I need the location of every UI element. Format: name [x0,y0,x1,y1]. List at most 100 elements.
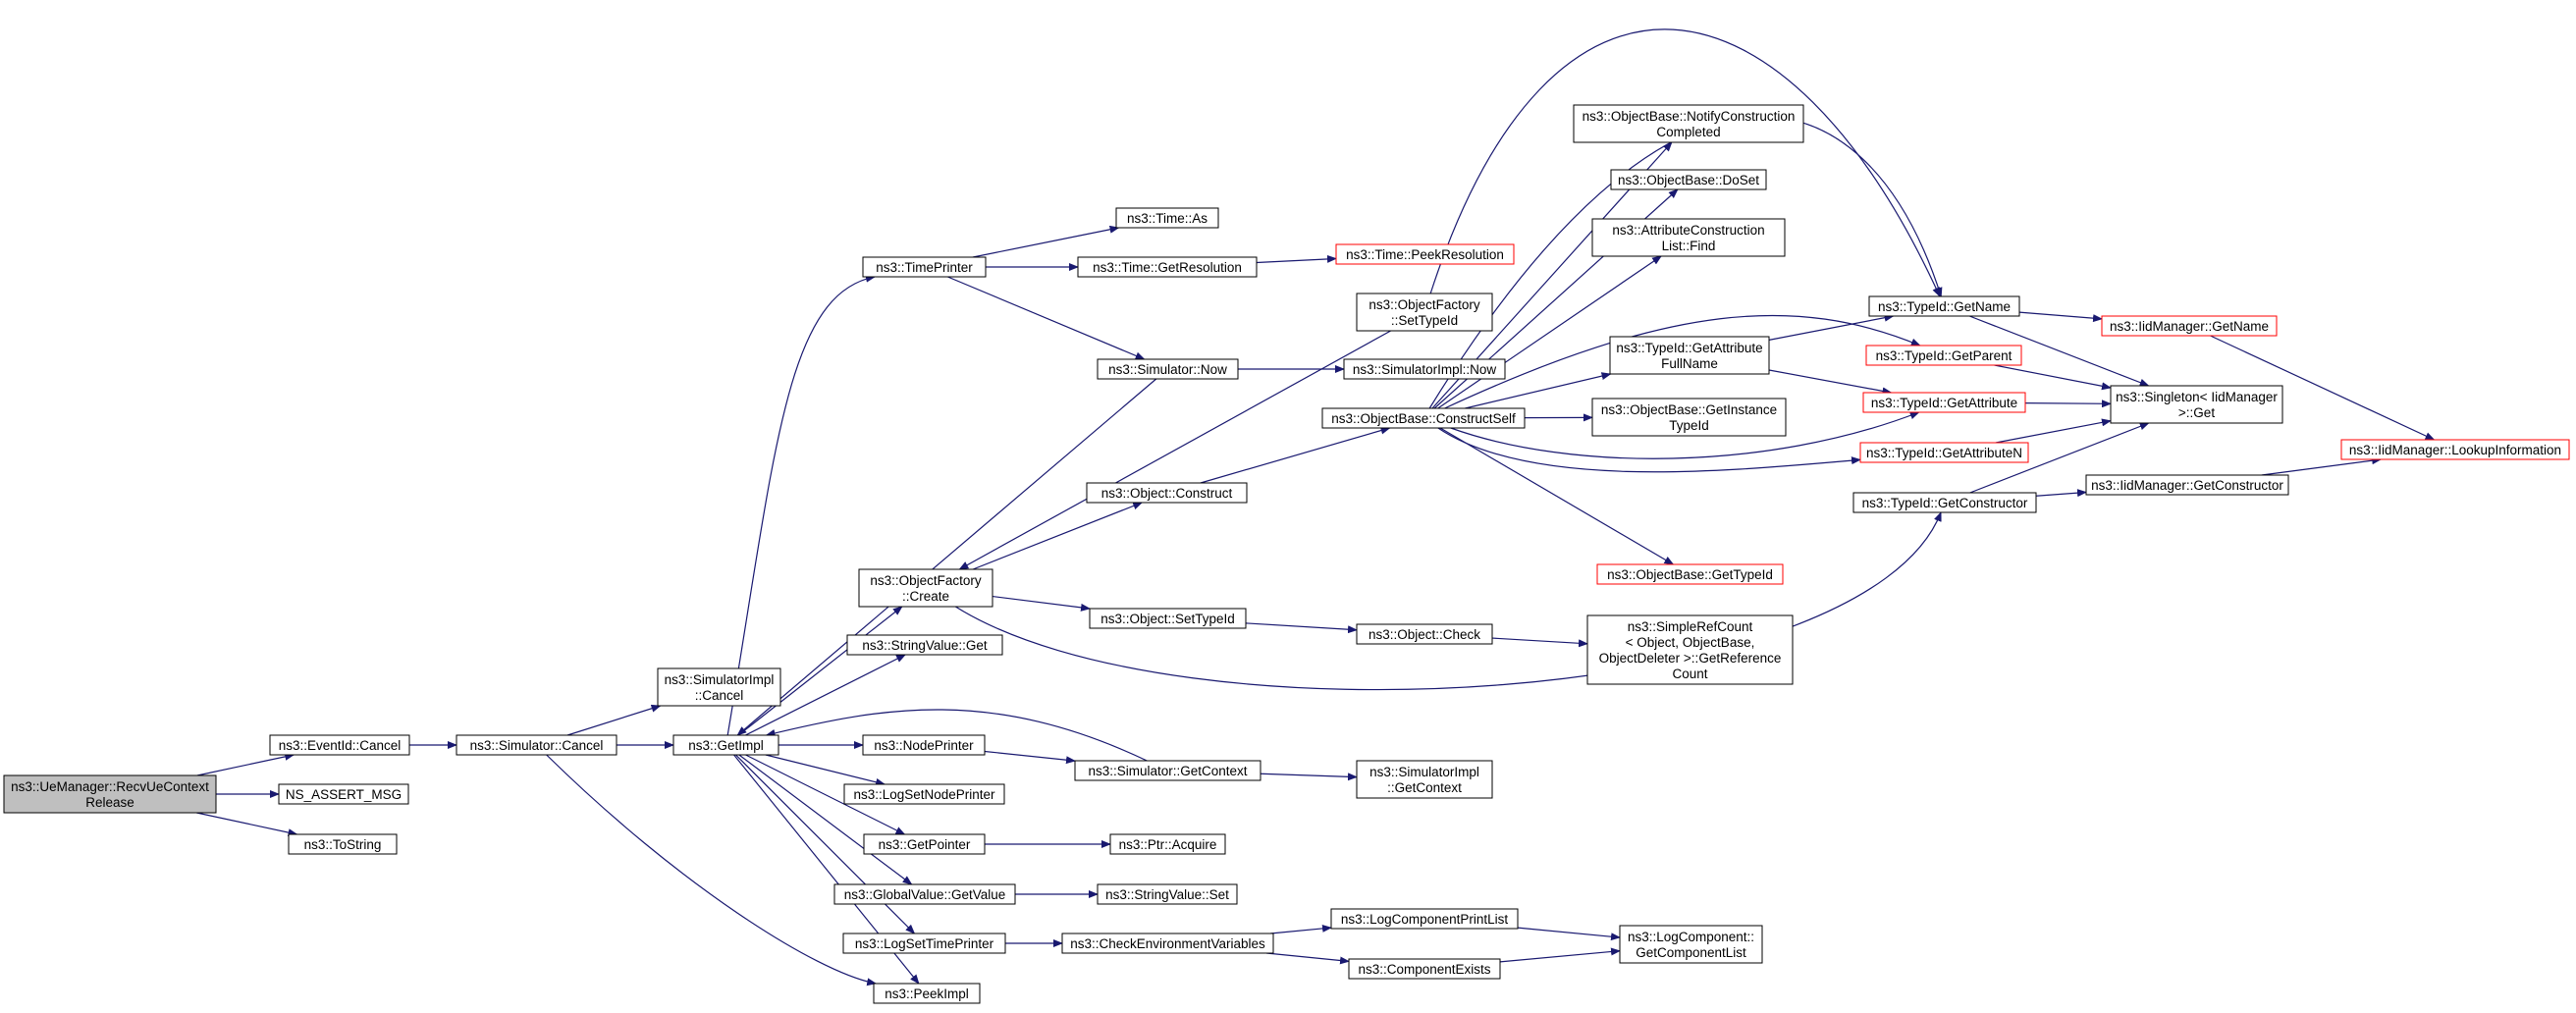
node-label-line: ns3::GetImpl [688,738,764,753]
function-node-evcancel[interactable]: ns3::EventId::Cancel [269,734,410,756]
node-box [1321,407,1526,429]
node-box [1335,243,1515,265]
function-node-compexists[interactable]: ns3::ComponentExists [1348,958,1501,980]
function-node-peekimpl[interactable]: ns3::PeekImpl [873,983,981,1004]
node-label-line: ns3::SimpleRefCount [1628,619,1753,634]
function-node-simimplnow[interactable]: ns3::SimulatorImpl::Now [1343,358,1506,380]
node-label-line: ns3::Object::Check [1368,627,1480,642]
call-edge-simnow-to-getimpl [736,378,1157,736]
function-node-typeidgetconstructor[interactable]: ns3::TypeId::GetConstructor [1852,492,2037,513]
function-node-simnow[interactable]: ns3::Simulator::Now [1097,358,1239,380]
function-node-objfsettypeid[interactable]: ns3::ObjectFactory::SetTypeId [1356,293,1493,332]
function-node-nsassert[interactable]: NS_ASSERT_MSG [278,783,409,805]
function-node-notifyconstr[interactable]: ns3::ObjectBase::NotifyConstructionCompl… [1573,104,1804,143]
call-edge-getattrfullname-to-typeidgetname [1768,313,1895,341]
call-edge-objbaseconstructself-to-objbasegettypeid [1439,427,1675,565]
function-node-globalvalget[interactable]: ns3::GlobalValue::GetValue [833,883,1016,905]
node-label-line: ns3::Object::Construct [1101,486,1233,501]
node-label-line: Release [85,795,134,810]
node-label-line: List::Find [1662,239,1716,253]
function-node-iidmgrlookup[interactable]: ns3::IidManager::LookupInformation [2340,439,2570,460]
function-node-simcancel[interactable]: ns3::Simulator::Cancel [456,734,617,756]
function-node-strvalset[interactable]: ns3::StringValue::Set [1097,883,1238,905]
function-node-logsetnodeprinter[interactable]: ns3::LogSetNodePrinter [843,783,1005,805]
node-box [278,783,409,805]
function-node-ptracquire[interactable]: ns3::Ptr::Acquire [1109,833,1226,855]
node-box [3,774,217,814]
node-label-line: GetComponentList [1636,945,1746,960]
node-label-line: ns3::Simulator::Cancel [470,738,604,753]
function-node-objsettypeid[interactable]: ns3::Object::SetTypeId [1089,608,1247,629]
node-label-line: ::Create [902,589,949,604]
function-node-typeidgetattrn[interactable]: ns3::TypeId::GetAttributeN [1859,442,2029,463]
node-label-line: Completed [1656,125,1720,139]
call-edge-checkenv-to-compexists [1266,952,1350,965]
node-label-line: ns3::ObjectBase::GetInstance [1601,402,1777,417]
function-node-objconstruct[interactable]: ns3::Object::Construct [1086,482,1248,504]
function-node-simplerefcount[interactable]: ns3::SimpleRefCount< Object, ObjectBase,… [1586,614,1794,685]
node-label-line: ns3::SimulatorImpl::Now [1353,362,1497,377]
function-node-logcompprintlist[interactable]: ns3::LogComponentPrintList [1330,908,1519,930]
function-node-typeidgetattr[interactable]: ns3::TypeId::GetAttribute [1862,392,2026,413]
node-box [1086,482,1248,504]
function-node-doset[interactable]: ns3::ObjectBase::DoSet [1610,169,1767,190]
node-label-line: ns3::LogSetNodePrinter [853,787,995,802]
function-node-simimplcancel[interactable]: ns3::SimulatorImpl::Cancel [657,667,781,707]
function-node-objbasegettypeid[interactable]: ns3::ObjectBase::GetTypeId [1596,563,1784,585]
node-label-line: ns3::TypeId::GetAttribute [1616,341,1762,355]
function-node-timeas[interactable]: ns3::Time::As [1115,207,1219,229]
function-node-getimpl[interactable]: ns3::GetImpl [672,734,779,756]
node-label-line: ns3::UeManager::RecvUeContext [11,779,209,794]
function-node-simimplgetcontext[interactable]: ns3::SimulatorImpl::GetContext [1356,760,1493,799]
node-label-line: ns3::TypeId::GetName [1878,299,2011,314]
node-label-line: TypeId [1669,418,1709,433]
function-node-logcompgetlist[interactable]: ns3::LogComponent::GetComponentList [1619,925,1763,964]
node-label-line: ns3::TypeId::GetAttribute [1871,396,2017,410]
function-node-iidmgrgetname[interactable]: ns3::IidManager::GetName [2101,315,2278,337]
call-edge-typeidgetname-to-singletonget [1968,315,2150,387]
function-node-strvalget[interactable]: ns3::StringValue::Get [846,634,1003,656]
node-label-line: ns3::Simulator::Now [1108,362,1227,377]
call-edge-typeidgetconstructor-to-iidmgrgetconstructor [2035,489,2087,498]
node-label-line: ns3::TypeId::GetConstructor [1862,496,2028,510]
function-node-checkenv[interactable]: ns3::CheckEnvironmentVariables [1061,933,1274,954]
node-box [873,983,981,1004]
node-label-line: ns3::ToString [304,837,382,852]
function-node-timegetres[interactable]: ns3::Time::GetResolution [1077,256,1258,278]
node-label-line: ns3::LogSetTimePrinter [855,936,994,951]
function-node-tostring[interactable]: ns3::ToString [288,833,398,855]
call-edge-simcancel-to-simimplcancel [566,704,662,736]
node-box [1097,883,1238,905]
function-node-objcheck[interactable]: ns3::Object::Check [1356,623,1493,645]
call-edge-typeidgetparent-to-singletonget [1994,364,2112,391]
function-node-timepeekres[interactable]: ns3::Time::PeekResolution [1335,243,1515,265]
function-node-typeidgetname[interactable]: ns3::TypeId::GetName [1868,295,2020,317]
node-box [1586,614,1794,685]
function-node-simgetcontext[interactable]: ns3::Simulator::GetContext [1074,760,1261,781]
node-label-line: >::Get [2178,405,2215,420]
node-box [1109,833,1226,855]
node-label-line: FullName [1661,356,1718,371]
call-edge-objbaseconstructself-to-typeidgetparent [1444,314,1921,409]
function-node-objfcreate[interactable]: ns3::ObjectFactory::Create [858,568,993,608]
function-node-timeprinter[interactable]: ns3::TimePrinter [862,256,987,278]
call-edge-typeidgetname-to-iidmgrgetname [2018,311,2103,323]
call-edge-checkenv-to-logcompprintlist [1270,924,1332,934]
function-node-iidmgrgetconstructor[interactable]: ns3::IidManager::GetConstructor [2085,474,2289,496]
node-label-line: ns3::EventId::Cancel [279,738,402,753]
function-node-logsettimeprinter[interactable]: ns3::LogSetTimePrinter [842,933,1006,954]
function-node-getpointer[interactable]: ns3::GetPointer [863,833,986,855]
call-edge-objcheck-to-simplerefcount [1491,637,1588,648]
function-node-typeidgetparent[interactable]: ns3::TypeId::GetParent [1865,345,2022,366]
function-node-nodeprinter[interactable]: ns3::NodePrinter [862,734,986,756]
function-node-objbaseconstructself[interactable]: ns3::ObjectBase::ConstructSelf [1321,407,1526,429]
call-edge-getimpl-to-logsetnodeprinter [765,754,886,786]
call-edge-objfsettypeid-to-objfcreate [958,330,1391,570]
function-node-singletonget[interactable]: ns3::Singleton< IidManager>::Get [2110,385,2283,424]
node-label-line: ns3::ObjectBase::GetTypeId [1607,567,1773,582]
